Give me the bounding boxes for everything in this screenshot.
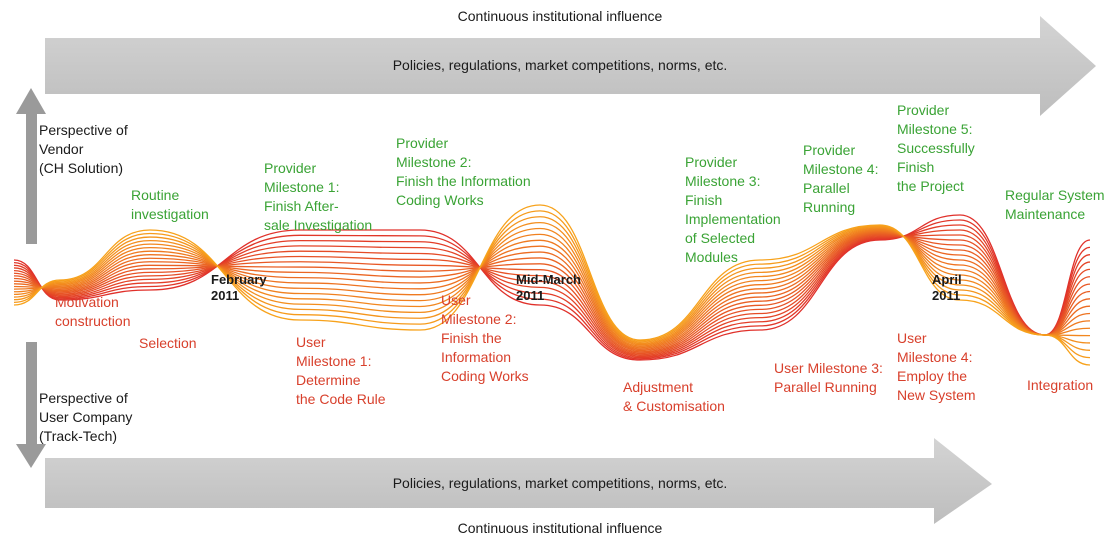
provider-milestone-5: Provider Milestone 5: Successfully Finis… — [897, 102, 975, 194]
user-adjustment-customisation: Adjustment & Customisation — [623, 379, 725, 414]
wave-line — [13, 234, 1091, 356]
wave-bundle — [13, 204, 1091, 366]
vertical-up-arrow — [16, 88, 46, 244]
wave-line — [13, 219, 1091, 360]
provider-milestone-3: Provider Milestone 3: Finish Implementat… — [685, 154, 781, 265]
date-february: February 2011 — [211, 272, 267, 303]
wave-line — [13, 214, 1091, 361]
top-influence-label: Continuous institutional influence — [457, 8, 663, 24]
provider-regular-maintenance: Regular System Maintenance — [1005, 187, 1105, 222]
top-institution-arrow — [45, 16, 1096, 116]
wave-line — [13, 230, 1091, 349]
wave-line — [13, 233, 1091, 353]
vendor-perspective-label: Perspective of Vendor (CH Solution) — [39, 122, 128, 176]
user-integration: Integration — [1027, 377, 1094, 393]
wave-line — [13, 234, 1091, 355]
provider-routine-investigation: Routine investigation — [131, 187, 209, 222]
wave-line — [13, 204, 1091, 366]
top-arrow-label: Policies, regulations, market competitio… — [392, 57, 728, 73]
wave-line — [13, 224, 1091, 359]
wave-line — [13, 216, 1091, 351]
user-perspective-label: Perspective of User Company (Track-Tech) — [39, 390, 133, 444]
wave-line — [13, 229, 1091, 358]
date-mid-march: Mid-March 2011 — [516, 272, 581, 303]
user-milestone-3: User Milestone 3: Parallel Running — [774, 360, 883, 395]
wave-line — [13, 234, 1091, 354]
bottom-arrow-label: Policies, regulations, market competitio… — [392, 475, 728, 491]
wave-line — [13, 210, 1091, 359]
wave-line — [13, 228, 1091, 347]
user-selection: Selection — [139, 335, 197, 351]
user-motivation-construction: Motivation construction — [55, 294, 131, 329]
provider-milestone-4: Provider Milestone 4: Parallel Running — [803, 142, 879, 215]
wave-line — [13, 229, 1091, 348]
user-milestone-2: User Milestone 2: Finish the Information… — [441, 292, 529, 384]
wave-line — [13, 231, 1091, 351]
provider-milestone-1: Provider Milestone 1: Finish After- sale… — [264, 160, 373, 233]
user-milestone-4: User Milestone 4: Employ the New System — [897, 330, 976, 403]
date-april: April 2011 — [932, 272, 962, 303]
provider-milestone-2: Provider Milestone 2: Finish the Informa… — [396, 135, 531, 208]
vertical-down-arrow — [16, 342, 46, 468]
wave-line — [13, 227, 1091, 346]
bottom-influence-label: Continuous institutional influence — [457, 520, 663, 536]
bottom-institution-arrow — [45, 438, 992, 524]
user-milestone-1: User Milestone 1: Determine the Code Rul… — [296, 334, 386, 407]
wave-line — [13, 232, 1091, 352]
wave-line — [13, 221, 1091, 345]
